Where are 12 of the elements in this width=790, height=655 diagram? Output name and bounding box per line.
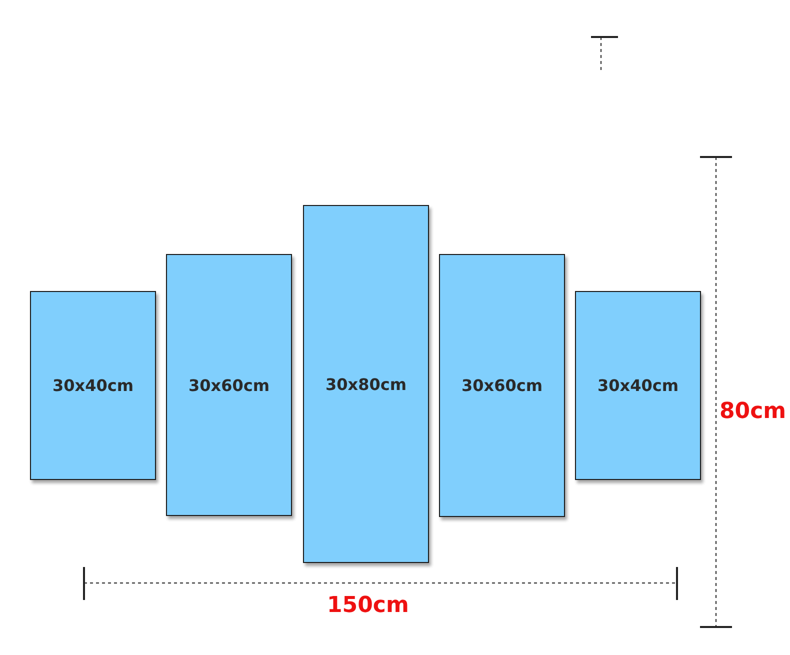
canvas-panel	[166, 254, 292, 516]
dimension-label: 150cm	[327, 592, 409, 618]
size-label: 30x60cm	[188, 376, 270, 394]
size-label: 30x80cm	[325, 374, 406, 394]
size-label: 30x40cm	[52, 376, 134, 395]
size-label: 30x40cm	[597, 376, 678, 395]
size-label: 30x60cm	[461, 376, 542, 395]
canvas-panel	[303, 205, 429, 563]
dimension-label: 80cm	[720, 398, 786, 424]
canvas-panel	[439, 254, 565, 517]
canvas-panel	[575, 291, 701, 480]
canvas-panel	[30, 291, 156, 480]
